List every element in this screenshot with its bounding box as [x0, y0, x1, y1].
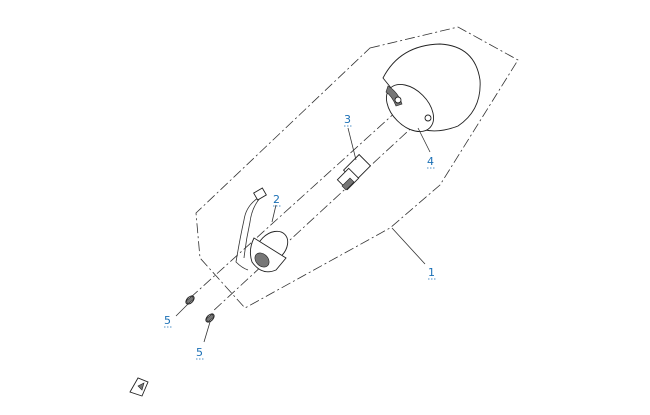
svg-text:5: 5 — [164, 314, 171, 327]
socket-part[interactable] — [235, 187, 294, 273]
axis-line-upper — [189, 109, 399, 299]
housing-lens-part[interactable] — [377, 43, 481, 141]
callout-4[interactable]: 4 — [427, 155, 435, 169]
screw-part-upper[interactable] — [184, 294, 195, 305]
leader-line-2 — [271, 204, 277, 223]
leader-line-1 — [391, 227, 426, 265]
screw-part-lower[interactable] — [204, 312, 215, 323]
page-fold-icon — [129, 377, 149, 397]
svg-text:2: 2 — [273, 193, 280, 206]
callout-5-lower[interactable]: 5 — [196, 346, 204, 360]
leader-line-3 — [347, 127, 357, 161]
svg-text:1: 1 — [428, 266, 435, 279]
bulb-part[interactable] — [336, 153, 372, 191]
callout-3[interactable]: 3 — [344, 113, 352, 127]
assembly-boundary — [195, 26, 519, 309]
svg-text:5: 5 — [196, 346, 203, 359]
svg-text:4: 4 — [427, 155, 434, 168]
callout-1[interactable]: 1 — [428, 266, 436, 280]
leader-line-4 — [417, 127, 431, 153]
callout-2[interactable]: 2 — [273, 193, 281, 207]
leader-line-5b — [203, 321, 211, 343]
leader-line-5a — [175, 303, 189, 317]
callout-5-upper[interactable]: 5 — [164, 314, 172, 328]
axis-line-lower — [211, 119, 421, 313]
svg-text:3: 3 — [344, 113, 351, 126]
